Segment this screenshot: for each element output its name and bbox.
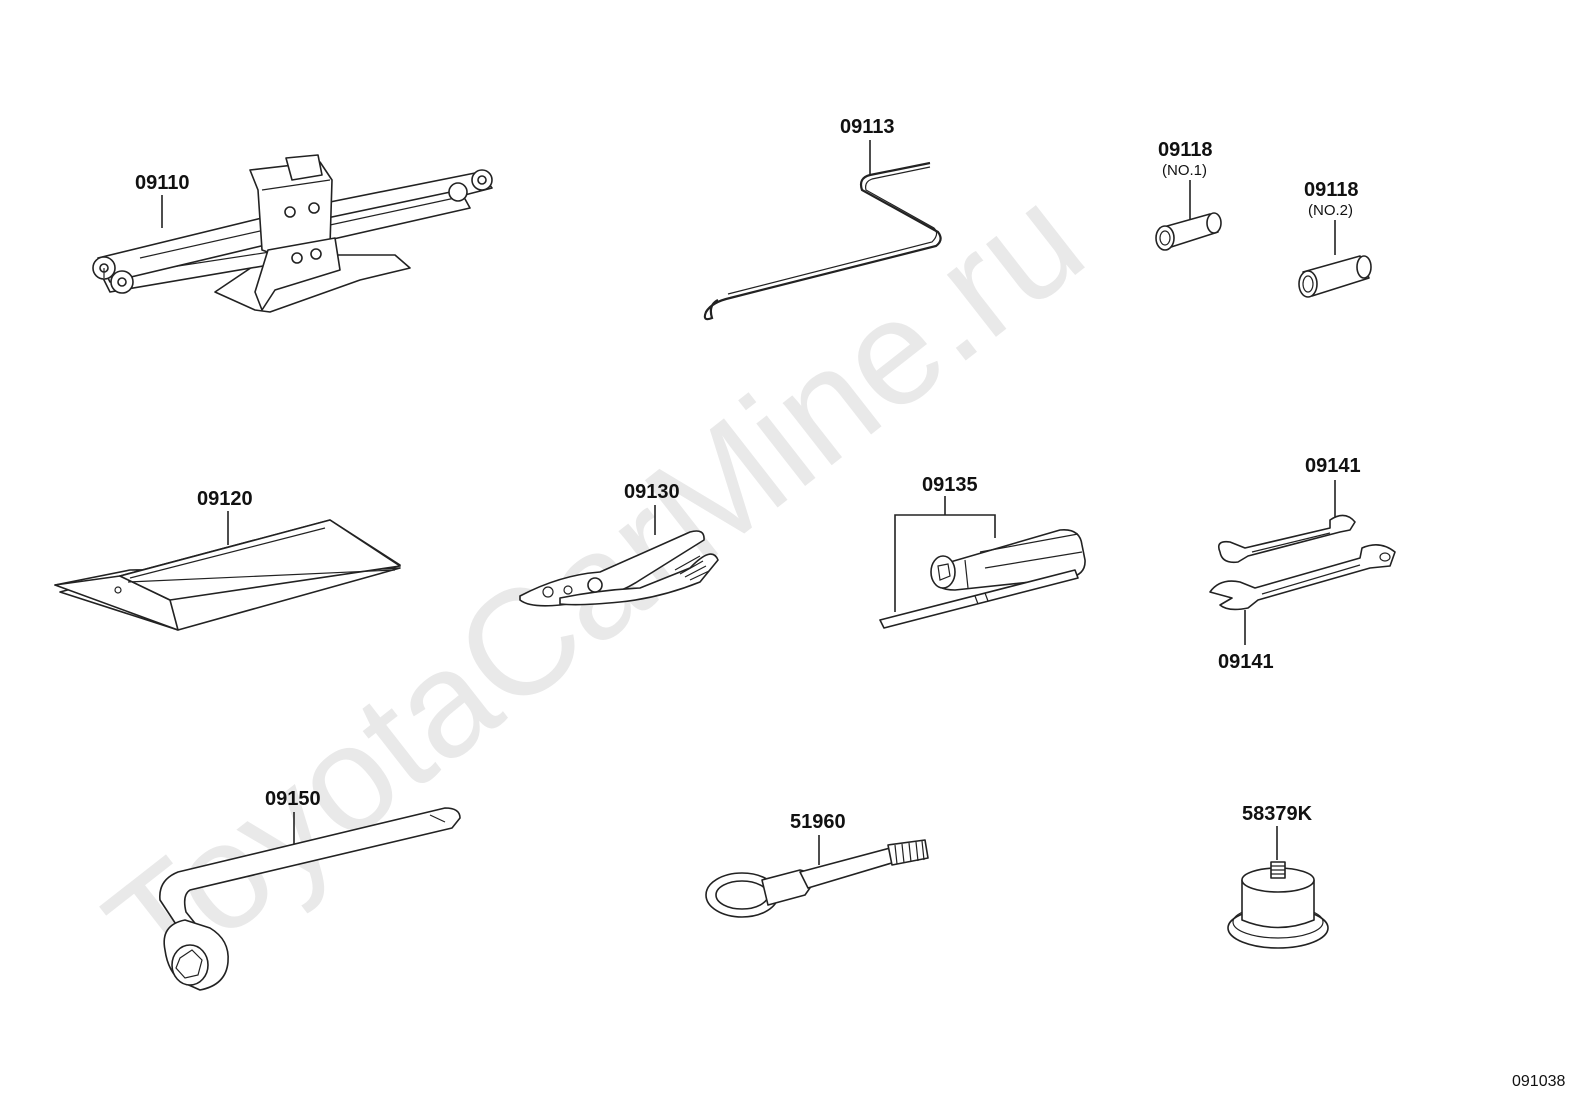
part-number: 09141 (1305, 455, 1361, 477)
adapter-no1-part[interactable] (1155, 180, 1222, 251)
pliers-part[interactable] (519, 505, 719, 607)
part-number: 51960 (790, 811, 846, 833)
spacer-part[interactable] (1227, 826, 1329, 949)
screwdriver-part[interactable] (879, 496, 1086, 629)
figure-code: 091038 (1512, 1073, 1565, 1090)
adapter-no2-part[interactable] (1298, 220, 1372, 298)
jack-part[interactable] (92, 154, 493, 313)
towing-eye-part[interactable] (705, 835, 929, 918)
part-number: 09110 (135, 172, 190, 194)
wrench-lower-part[interactable] (1209, 544, 1396, 645)
part-tag: (NO.1) (1162, 162, 1207, 179)
part-number: 09113 (840, 116, 895, 138)
lug-wrench-part[interactable] (159, 807, 461, 991)
part-number: 09130 (624, 481, 680, 503)
part-number: 09150 (265, 788, 321, 810)
tool-bag-part[interactable] (54, 511, 401, 631)
jack-handle-part[interactable] (703, 140, 942, 321)
part-number: 09120 (197, 488, 253, 510)
part-tag: (NO.2) (1308, 202, 1353, 219)
part-number: 09135 (922, 474, 978, 496)
part-number: 09118 (1304, 179, 1359, 201)
part-number: 09118 (1158, 139, 1213, 161)
part-number: 58379K (1242, 803, 1313, 825)
part-number: 09141 (1218, 651, 1274, 673)
wrench-upper-part[interactable] (1217, 480, 1356, 564)
